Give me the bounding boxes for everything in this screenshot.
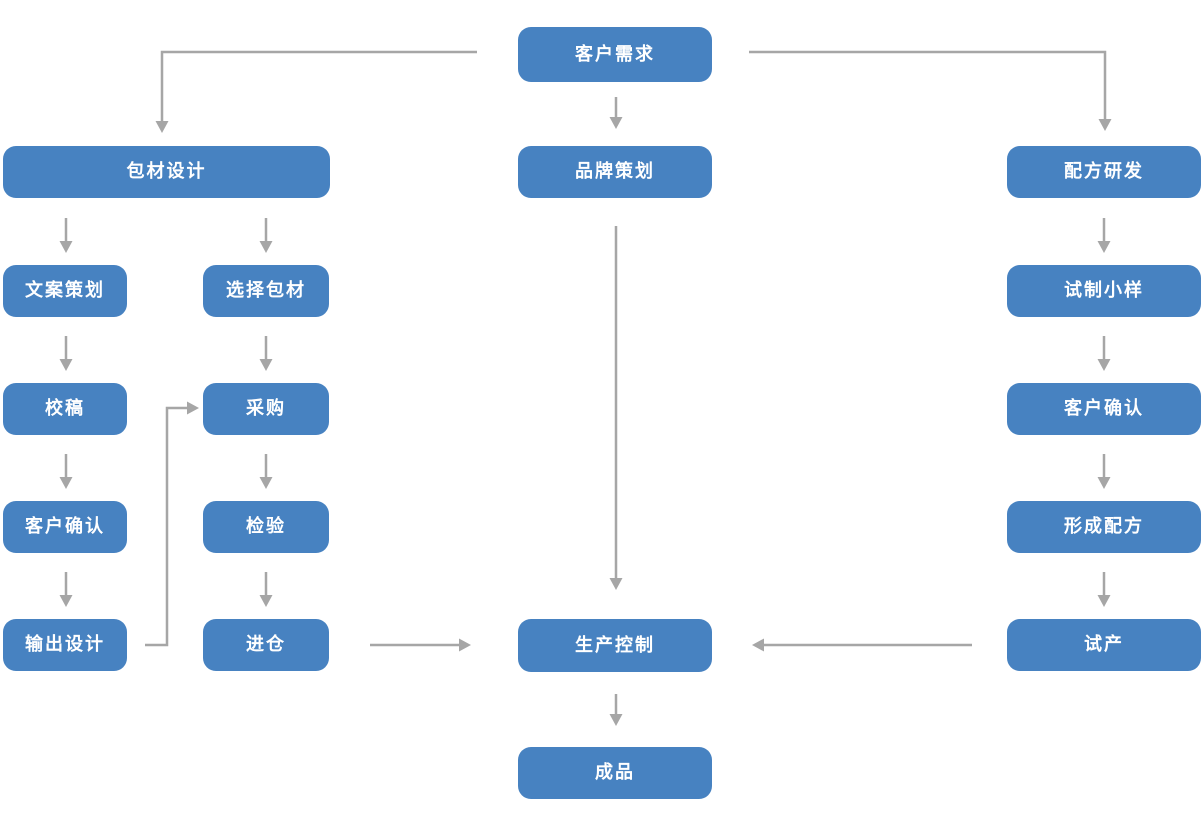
node-packaging-design: 包材设计 <box>3 146 330 198</box>
node-label: 成品 <box>595 762 635 783</box>
node-label: 输出设计 <box>25 634 105 655</box>
arrow-customer-to-brand <box>609 97 623 129</box>
node-warehousing: 进仓 <box>203 619 329 671</box>
arrow-packaging-to-select <box>259 218 273 253</box>
node-label: 进仓 <box>246 634 286 655</box>
node-copywriting: 文案策划 <box>3 265 127 317</box>
arrow-packaging-to-copywriting <box>59 218 73 253</box>
node-label: 客户确认 <box>25 516 105 537</box>
node-trial-sample: 试制小样 <box>1007 265 1201 317</box>
arrow-formula-to-trialproduction <box>1097 572 1111 607</box>
node-label: 形成配方 <box>1064 516 1144 537</box>
arrow-procurement-to-inspection <box>259 454 273 489</box>
node-label: 选择包材 <box>226 280 306 301</box>
node-label: 文案策划 <box>25 280 105 301</box>
node-label: 试制小样 <box>1064 280 1144 301</box>
arrow-brand-to-production <box>609 226 623 590</box>
arrow-output-to-procurement <box>145 401 199 647</box>
node-label: 配方研发 <box>1064 161 1144 182</box>
arrow-inspection-to-warehousing <box>259 572 273 607</box>
node-label: 包材设计 <box>126 161 207 182</box>
node-customer-confirm-left: 客户确认 <box>3 501 127 553</box>
node-label: 客户需求 <box>575 43 655 65</box>
node-form-formula: 形成配方 <box>1007 501 1201 553</box>
arrow-confirm-to-output <box>59 572 73 607</box>
node-brand-planning: 品牌策划 <box>518 146 712 198</box>
arrow-trialproduction-to-production <box>752 638 972 652</box>
node-output-design: 输出设计 <box>3 619 127 671</box>
arrow-customer-to-packaging <box>155 50 477 133</box>
node-label: 试产 <box>1084 634 1124 655</box>
arrow-formula-to-sample <box>1097 218 1111 253</box>
node-label: 生产控制 <box>575 634 655 656</box>
arrow-production-to-finished <box>609 694 623 726</box>
node-finished-product: 成品 <box>518 747 712 799</box>
arrow-customer-to-formula <box>749 50 1112 131</box>
node-formula-rd: 配方研发 <box>1007 146 1201 198</box>
node-label: 采购 <box>246 398 286 419</box>
node-proofreading: 校稿 <box>3 383 127 435</box>
node-label: 校稿 <box>45 398 85 419</box>
node-customer-confirm-right: 客户确认 <box>1007 383 1201 435</box>
node-label: 检验 <box>246 516 286 537</box>
node-select-packaging: 选择包材 <box>203 265 329 317</box>
arrow-copywriting-to-proofreading <box>59 336 73 371</box>
arrow-confirm-to-formula <box>1097 454 1111 489</box>
node-production-control: 生产控制 <box>518 619 712 672</box>
node-trial-production: 试产 <box>1007 619 1201 671</box>
node-inspection: 检验 <box>203 501 329 553</box>
node-label: 品牌策划 <box>575 161 655 182</box>
node-label: 客户确认 <box>1064 398 1144 419</box>
arrow-sample-to-confirm <box>1097 336 1111 371</box>
node-procurement: 采购 <box>203 383 329 435</box>
node-customer-demand: 客户需求 <box>518 27 712 82</box>
arrow-warehousing-to-production <box>370 638 471 652</box>
arrow-select-to-procurement <box>259 336 273 371</box>
arrow-proofreading-to-confirm <box>59 454 73 489</box>
